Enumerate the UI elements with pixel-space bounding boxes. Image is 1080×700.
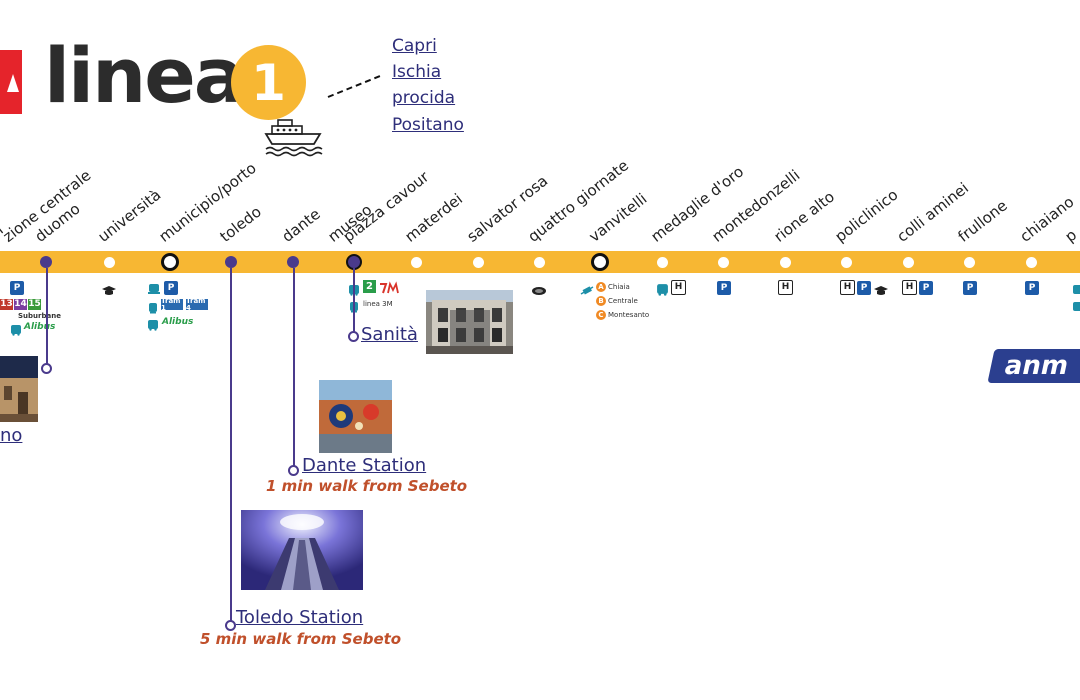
alibus-label: Alibus — [162, 317, 194, 327]
bus-line-badge: 13 — [0, 299, 13, 310]
parking-icon: P — [857, 281, 871, 295]
parking-icon: P — [10, 281, 24, 295]
ferry-destination-ischia[interactable]: Ischia — [392, 62, 442, 82]
linea-3m-label: linea 3M — [363, 300, 393, 308]
station-dot[interactable] — [902, 256, 914, 268]
station-dot[interactable] — [472, 256, 484, 268]
sanita-photo — [426, 290, 513, 354]
alibus-label: Alibus — [24, 322, 56, 332]
parking-icon: P — [1025, 281, 1039, 295]
dante-walk-time: 1 min walk from Sebeto — [266, 477, 468, 495]
hospital-icon: H — [840, 280, 855, 295]
station-dot[interactable] — [410, 256, 422, 268]
callout-line-dante — [293, 268, 295, 470]
funicular-montesanto-label: Montesanto — [608, 311, 650, 319]
stadium-icon — [531, 281, 547, 300]
tram-1-badge: Tram 1 — [161, 297, 183, 311]
funicular-b-badge: B — [596, 296, 606, 306]
funicular-icon — [580, 281, 594, 300]
station-label: rione alto — [770, 187, 838, 246]
bus-icon — [656, 281, 669, 300]
station-dot[interactable] — [287, 256, 299, 268]
graduation-cap-icon — [873, 282, 889, 301]
station-label: vanvitelli — [585, 189, 651, 246]
ferry-destination-positano[interactable]: Positano — [392, 115, 464, 135]
funicular-a-badge: A — [596, 282, 606, 292]
station-dot[interactable] — [717, 256, 729, 268]
bus-icon — [1072, 298, 1080, 317]
bus-line-badge: 14 — [14, 299, 27, 310]
hospital-icon: H — [671, 280, 686, 295]
bus-icon — [147, 316, 159, 335]
line-number-badge: 1 — [231, 45, 306, 120]
ferry-small-icon — [147, 281, 161, 300]
callout-line-sanita — [353, 268, 355, 336]
funicular-centrale-label: Centrale — [608, 297, 638, 305]
line-logo-mark — [0, 50, 22, 114]
station-dot[interactable] — [591, 253, 609, 271]
anm-logo: anm — [987, 349, 1080, 383]
callout-endpoint — [41, 363, 52, 374]
sanita-link[interactable]: Sanità — [361, 324, 418, 345]
station-dot[interactable] — [533, 256, 545, 268]
graduation-cap-icon — [101, 282, 117, 301]
tram-icon — [147, 299, 159, 318]
dante-station-photo — [319, 380, 392, 453]
tram-4-badge: Tram 4 — [186, 297, 208, 311]
station-dot[interactable] — [840, 256, 852, 268]
station-dot[interactable] — [1025, 256, 1037, 268]
line-logo-text: linea — [44, 31, 245, 120]
station-dot[interactable] — [656, 256, 668, 268]
callout-endpoint — [225, 620, 236, 631]
line-2-badge: 2 — [363, 280, 376, 293]
ferry-connector-line — [327, 75, 381, 98]
station-dot[interactable] — [40, 256, 52, 268]
toledo-walk-time: 5 min walk from Sebeto — [200, 630, 402, 648]
bus-icon — [1072, 281, 1080, 300]
toledo-station-photo — [241, 510, 363, 590]
callout-line-duomo — [46, 268, 48, 368]
funicular-chiaia-label: Chiaia — [608, 283, 630, 291]
callout-line-toledo — [230, 268, 232, 625]
ferry-destination-procida[interactable]: procida — [392, 88, 456, 108]
station-dot[interactable] — [225, 256, 237, 268]
callout-endpoint — [288, 465, 299, 476]
station-dot[interactable] — [161, 253, 179, 271]
station-label: università — [94, 185, 165, 246]
hospital-icon: H — [778, 280, 793, 295]
ferry-icon — [264, 116, 328, 162]
station-label: dante — [278, 204, 324, 246]
funicular-c-badge: C — [596, 310, 606, 320]
station-label: frullone — [954, 196, 1011, 246]
bus-line-badge: 15 — [28, 299, 41, 310]
station-label: policlinico — [831, 185, 902, 246]
duomo-link[interactable]: no — [0, 425, 23, 446]
duomo-photo — [0, 356, 38, 422]
dante-station-link[interactable]: Dante Station — [302, 455, 427, 476]
bus-icon — [10, 321, 22, 340]
parking-icon: P — [919, 281, 933, 295]
metro-3m-icon — [378, 280, 400, 299]
toledo-station-link[interactable]: Toledo Station — [236, 607, 364, 628]
parking-icon: P — [963, 281, 977, 295]
station-label: quattro giornate — [524, 156, 633, 246]
station-dot[interactable] — [779, 256, 791, 268]
ferry-destination-capri[interactable]: Capri — [392, 36, 437, 56]
station-label: p — [1061, 225, 1080, 246]
station-label: materdei — [401, 189, 466, 246]
callout-endpoint — [348, 331, 359, 342]
station-label: toledo — [216, 202, 265, 246]
parking-icon: P — [164, 281, 178, 295]
parking-icon: P — [717, 281, 731, 295]
hospital-icon: H — [902, 280, 917, 295]
suburbane-label: Suburbane — [18, 312, 61, 320]
station-dot[interactable] — [103, 256, 115, 268]
station-dot[interactable] — [963, 256, 975, 268]
